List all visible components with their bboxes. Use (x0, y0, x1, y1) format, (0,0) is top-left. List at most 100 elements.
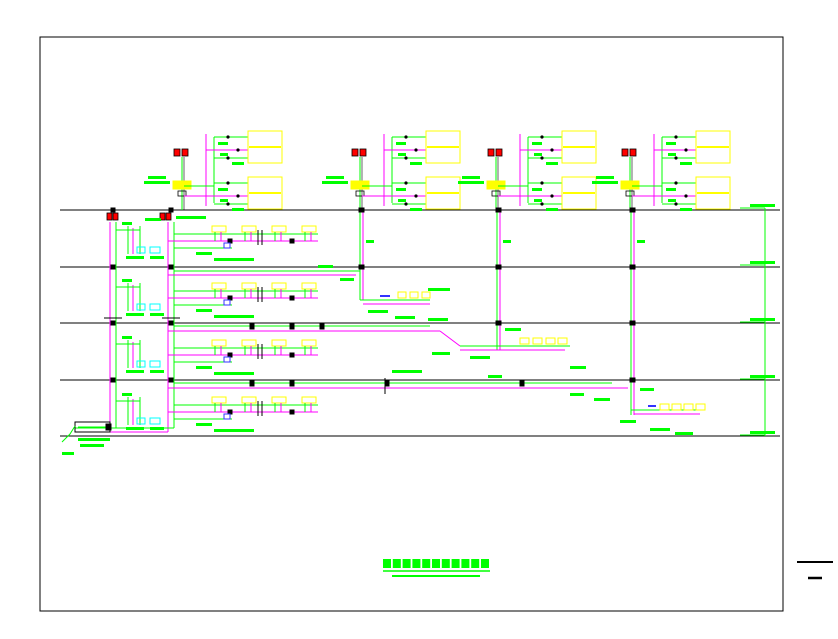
label-mark (750, 261, 775, 264)
water-heater-unit (561, 176, 597, 210)
water-heater-unit (247, 130, 283, 164)
valve-icon (289, 238, 295, 244)
label-mark (532, 188, 542, 191)
fixture-icon (683, 403, 694, 411)
valve-icon (110, 377, 116, 383)
label-mark (218, 142, 228, 145)
label-mark (144, 181, 170, 184)
label-mark (488, 375, 502, 378)
supply-pipe (61, 425, 76, 443)
label-mark (428, 288, 450, 291)
top-fixture-group (458, 130, 597, 211)
fixture-icon (271, 225, 287, 233)
valve-icon (629, 320, 636, 326)
left-risers (75, 207, 206, 433)
label-mark (126, 256, 144, 259)
label-mark (366, 240, 374, 243)
title-glyph-mark (481, 559, 489, 568)
label-mark (126, 370, 144, 373)
meter-icon (136, 417, 146, 425)
label-mark (398, 153, 406, 156)
meter-icon (223, 299, 231, 306)
label-mark (503, 240, 511, 243)
valve-icon (227, 295, 233, 301)
label-mark (594, 398, 610, 401)
label-mark (214, 372, 254, 375)
label-mark (396, 188, 406, 191)
title-glyph-mark (402, 559, 411, 568)
label-mark (546, 162, 558, 165)
label-mark (232, 162, 244, 165)
label-mark (196, 366, 212, 369)
label-mark (650, 428, 670, 431)
title-glyph-mark (422, 559, 431, 568)
title-glyph-mark (383, 559, 391, 568)
label-mark (122, 393, 132, 396)
label-mark (750, 318, 775, 321)
label-mark (534, 199, 542, 202)
title-glyph-mark (392, 559, 401, 568)
meter-icon (149, 360, 161, 368)
label-mark (145, 218, 161, 221)
label-mark (368, 310, 388, 313)
tank-icon (355, 190, 365, 197)
valve-icon (358, 207, 365, 213)
label-mark (150, 370, 164, 373)
meter-icon (149, 303, 161, 311)
valve-icon (319, 323, 325, 330)
valve-icon (495, 207, 502, 213)
tank-icon (177, 190, 187, 197)
valve-icon (495, 264, 502, 270)
valve-icon (540, 202, 544, 206)
label-mark (637, 240, 645, 243)
label-mark (232, 208, 244, 211)
label-mark (150, 427, 164, 430)
valve-icon (226, 156, 230, 160)
valve-icon (550, 194, 554, 198)
valve-icon (404, 202, 408, 206)
valve-icon (487, 148, 495, 157)
fixture-icon (519, 337, 530, 345)
label-mark (570, 393, 584, 396)
label-mark (148, 176, 166, 179)
valve-icon (404, 181, 408, 185)
valve-icon (674, 202, 678, 206)
label-mark (750, 375, 775, 378)
label-mark (666, 188, 676, 191)
fixture-icon (301, 225, 317, 233)
label-mark (750, 204, 775, 207)
tank-icon (620, 180, 640, 190)
label-mark (62, 452, 74, 455)
tank-icon (172, 180, 192, 190)
label-mark (126, 313, 144, 316)
valve-icon (165, 212, 172, 221)
valve-icon (227, 352, 233, 358)
label-mark (592, 181, 618, 184)
valve-icon (181, 148, 189, 157)
valve-icon (621, 148, 629, 157)
valve-icon (236, 148, 240, 152)
frame-border (39, 36, 784, 612)
valve-icon (110, 320, 116, 326)
label-mark (680, 162, 692, 165)
label-mark (196, 252, 212, 255)
label-mark (150, 313, 164, 316)
valve-icon (540, 181, 544, 185)
valve-icon (674, 135, 678, 139)
floor-branch (116, 393, 318, 432)
valve-icon (168, 377, 174, 383)
valve-icon (684, 148, 688, 152)
valve-icon (550, 148, 554, 152)
valve-icon (404, 156, 408, 160)
floor-branch (116, 222, 318, 261)
label-mark (196, 423, 212, 426)
right-riser (740, 204, 775, 436)
fixture-icon (211, 339, 227, 347)
valve-icon (227, 409, 233, 415)
label-mark (318, 265, 333, 268)
label-mark (396, 142, 406, 145)
label-mark (392, 370, 422, 373)
label-mark (220, 199, 228, 202)
